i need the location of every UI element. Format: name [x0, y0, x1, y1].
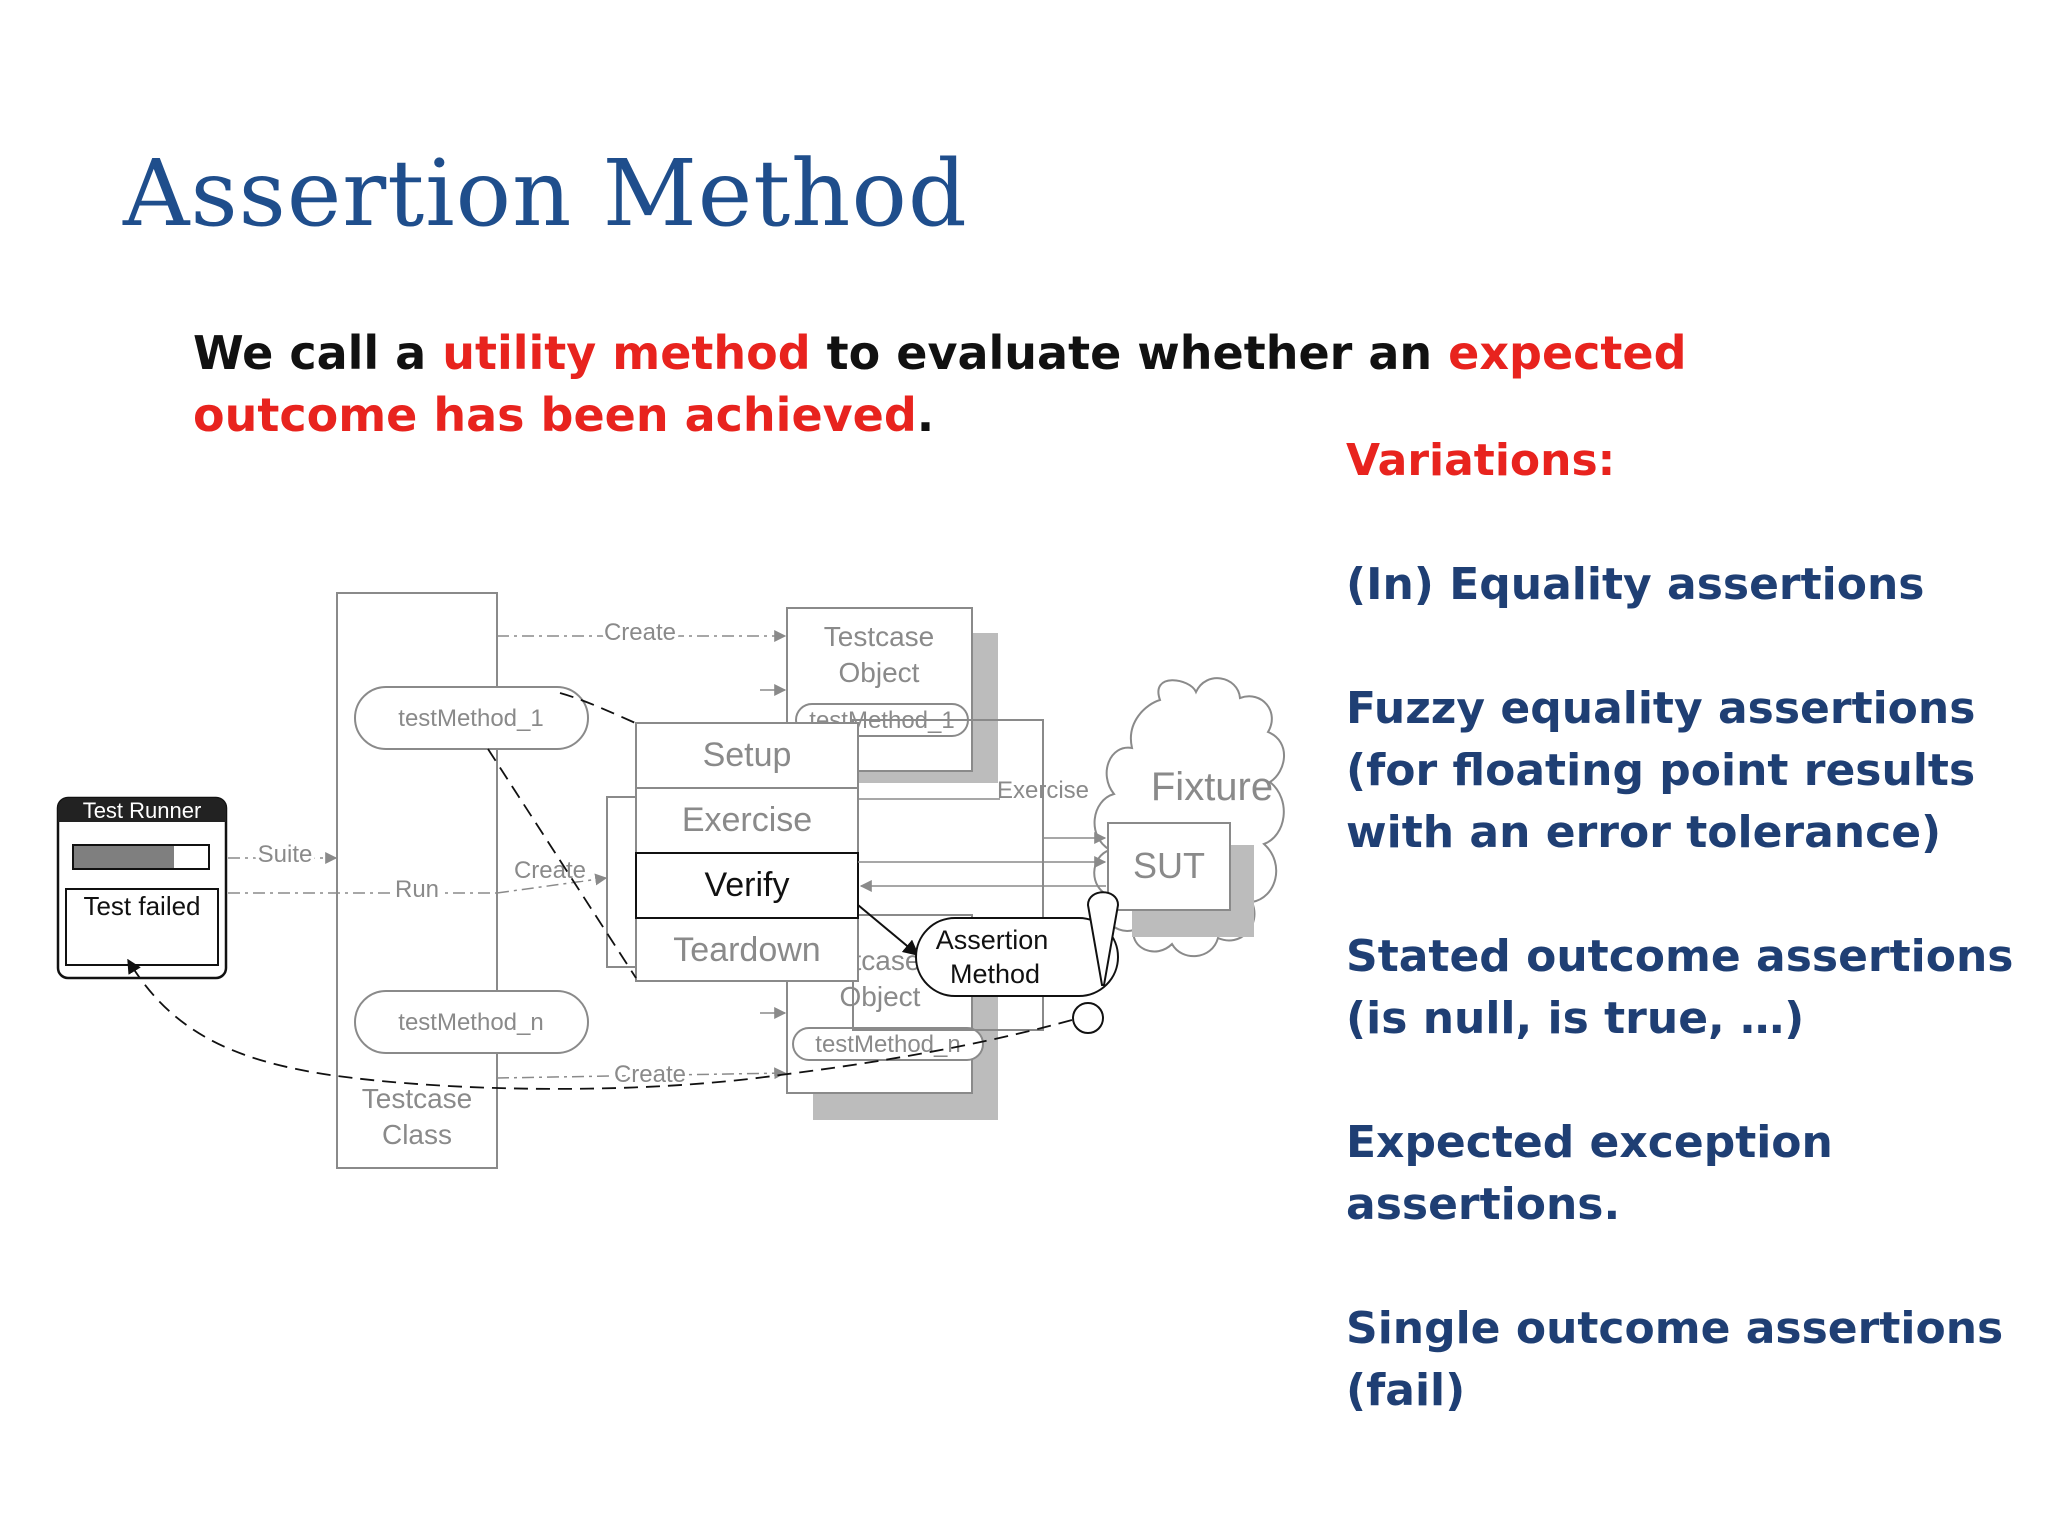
- sut-label: SUT: [1133, 845, 1205, 886]
- variation-line: assertions.: [1346, 1179, 1621, 1230]
- test-method-n-label: testMethod_n: [398, 1009, 543, 1036]
- variation-item: Single outcome assertions (fail): [1346, 1298, 2046, 1422]
- testcase-class-label: Class: [382, 1119, 452, 1150]
- test-method-1-pill: [354, 686, 589, 750]
- phase-teardown: Teardown: [673, 931, 820, 969]
- phase-setup: Setup: [703, 736, 792, 774]
- slide-title: Assertion Method: [123, 140, 968, 247]
- variation-line: Single outcome assertions: [1346, 1303, 2004, 1354]
- assertion-method-label: Method: [950, 959, 1040, 989]
- create-bottom-label: Create: [614, 1061, 686, 1088]
- create-mid-label: Create: [514, 857, 586, 884]
- verify-highlight: [635, 852, 859, 919]
- fixture-label: Fixture: [1151, 765, 1273, 809]
- test-method-n-pill: [354, 990, 589, 1054]
- intro-part2: to evaluate whether an: [810, 326, 1449, 380]
- test-failed-label: Test failed: [83, 891, 200, 921]
- testcase-object-top-label: Testcase: [824, 621, 935, 652]
- intro-part1: We call a: [193, 326, 443, 380]
- test-method-n-obj-label: testMethod_n: [815, 1031, 960, 1058]
- test-failed-box: [65, 888, 219, 966]
- variation-line: (is null, is true, …): [1346, 993, 1805, 1044]
- testcase-object-top-label: Object: [839, 657, 920, 688]
- intro-highlight-outcome: expected outcome has been achieved: [193, 326, 1687, 442]
- test-runner-title: Test Runner: [83, 798, 202, 823]
- assertion-method-pill: [915, 917, 1119, 997]
- variation-line: with an error tolerance): [1346, 807, 1942, 858]
- suite-label: Suite: [258, 841, 313, 868]
- create-top-label: Create: [604, 619, 676, 646]
- assertion-method-label: Assertion: [936, 925, 1049, 955]
- testcase-object-bottom-label: Object: [840, 981, 921, 1012]
- exercise-label: Exercise: [997, 777, 1089, 804]
- intro-text: We call a utility method to evaluate whe…: [193, 322, 1843, 446]
- test-method-1-label: testMethod_1: [398, 705, 543, 732]
- intro-end: .: [916, 388, 935, 442]
- variation-line: Stated outcome assertions: [1346, 931, 2014, 982]
- exclamation-icon: [1086, 891, 1120, 986]
- run-label: Run: [395, 876, 439, 903]
- sut-box: [1107, 822, 1231, 911]
- variation-line: (In) Equality assertions: [1346, 559, 1925, 610]
- variation-item: Expected exception assertions.: [1346, 1112, 2046, 1236]
- phase-exercise: Exercise: [682, 801, 812, 839]
- testcase-class-label: Testcase: [362, 1083, 473, 1114]
- variation-item: (In) Equality assertions: [1346, 554, 2046, 616]
- variations-list: Variations: (In) Equality assertions Fuz…: [1346, 430, 2046, 1484]
- variations-title: Variations:: [1346, 435, 1616, 486]
- variation-line: (for floating point results: [1346, 745, 1976, 796]
- variation-item: Fuzzy equality assertions (for floating …: [1346, 678, 2046, 864]
- variation-line: (fail): [1346, 1365, 1466, 1416]
- phase-verify: Verify: [704, 866, 789, 904]
- test-runner-progress-fill: [74, 846, 174, 868]
- intro-highlight-utility: utility method: [442, 326, 811, 380]
- exclamation-dot-icon: [1072, 1002, 1104, 1034]
- variation-item: Stated outcome assertions (is null, is t…: [1346, 926, 2046, 1050]
- variation-line: Fuzzy equality assertions: [1346, 683, 1976, 734]
- variation-line: Expected exception: [1346, 1117, 1833, 1168]
